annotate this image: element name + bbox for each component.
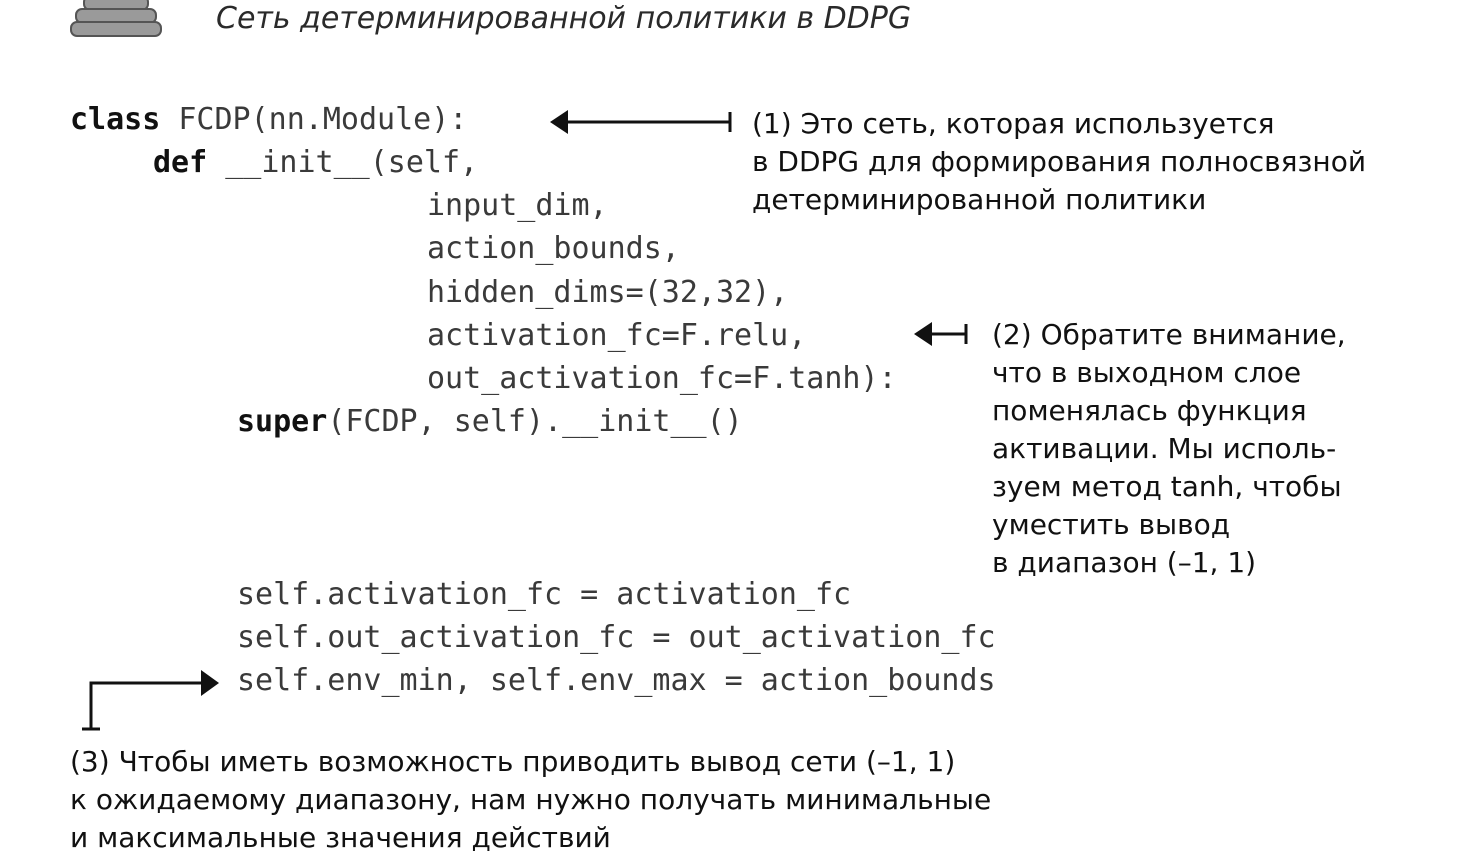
annotation-3-line: и максимальные значения действий <box>70 821 611 854</box>
annotation-2: (2) Обратите внимание, что в выходном сл… <box>992 316 1346 582</box>
code-text: (FCDP, self).__init__() <box>327 404 743 439</box>
arrow-2 <box>914 322 968 346</box>
arrow-3 <box>82 670 219 731</box>
page-title: Сеть детерминированной политики в DDPG <box>216 1 912 36</box>
annotation-3: (3) Чтобы иметь возможность приводить вы… <box>70 743 991 857</box>
code-text: __init__(self, <box>207 145 479 180</box>
annotation-1-line: детерминированной политики <box>752 183 1207 216</box>
code-line-input-dim: input_dim, <box>427 188 608 223</box>
annotation-2-line: активации. Мы исполь- <box>992 432 1337 465</box>
annotation-2-line: в диапазон (–1, 1) <box>992 546 1257 579</box>
keyword-class: class <box>70 102 161 137</box>
code-text: FCDP(nn.Module): <box>160 102 468 137</box>
code-line-hidden-dims: hidden_dims=(32,32), <box>427 275 789 310</box>
annotation-2-line: поменялась функция <box>992 394 1307 427</box>
code-line-self-out-activation: self.out_activation_fc = out_activation_… <box>237 620 996 655</box>
keyword-def: def <box>153 145 208 180</box>
annotation-2-line: уместить вывод <box>992 508 1231 541</box>
annotation-2-line: что в выходном слое <box>992 356 1302 389</box>
annotation-1: (1) Это сеть, которая используется в DDP… <box>752 105 1366 219</box>
code-line-action-bounds: action_bounds, <box>427 231 680 266</box>
code-line-env-bounds: self.env_min, self.env_max = action_boun… <box>237 663 996 698</box>
keyword-super: super <box>237 404 328 439</box>
code-line-super: super(FCDP, self).__init__() <box>237 404 743 440</box>
annotation-3-line: (3) Чтобы иметь возможность приводить вы… <box>70 745 956 778</box>
code-line-def: def __init__(self, <box>153 145 478 181</box>
code-line-class: class FCDP(nn.Module): <box>70 102 467 138</box>
annotation-2-line: (2) Обратите внимание, <box>992 318 1346 351</box>
annotation-1-line: (1) Это сеть, которая используется <box>752 107 1275 140</box>
code-line-self-activation: self.activation_fc = activation_fc <box>237 577 852 612</box>
code-line-out-activation-fc: out_activation_fc=F.tanh): <box>427 361 897 396</box>
stacked-pages-icon <box>70 0 162 37</box>
annotation-3-line: к ожидаемому диапазону, нам нужно получа… <box>70 783 992 816</box>
annotation-2-line: зуем метод tanh, чтобы <box>992 470 1342 503</box>
arrow-1 <box>550 110 732 134</box>
annotation-1-line: в DDPG для формирования полносвязной <box>752 145 1367 178</box>
code-line-activation-fc: activation_fc=F.relu, <box>427 318 807 353</box>
